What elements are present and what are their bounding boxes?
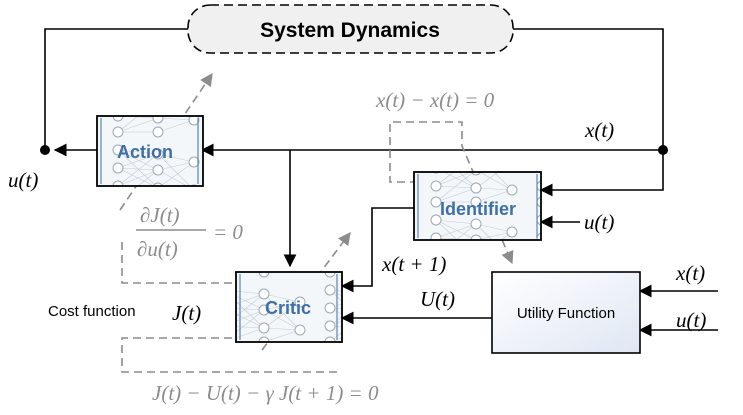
u-output-label: u(t) [8,168,38,192]
action-gradient-rhs: = 0 [213,220,243,244]
utility-function-label: Utility Function [517,305,615,322]
feedback-wires [44,28,718,337]
u-junction-dot [40,145,50,155]
action-block: Action [96,115,204,187]
system-dynamics-block: System Dynamics [187,4,514,54]
action-gradient-equation: ∂J(t) ∂u(t) = 0 [136,203,243,261]
x-utility-input-label: x(t) [675,261,705,285]
x-next-label: x(t + 1) [381,252,446,276]
system-dynamics-title: System Dynamics [260,19,440,42]
u-identifier-input-label: u(t) [584,210,614,234]
action-gradient-numerator: ∂J(t) [140,203,180,227]
utility-function-block: Utility Function [491,271,641,354]
x-junction-dot [658,145,668,155]
identifier-label: Identifier [440,199,516,219]
cost-function-label: Cost function [48,303,136,320]
bellman-equation: J(t) − U(t) − γ J(t + 1) = 0 [152,381,379,405]
utility-output-label: U(t) [420,287,455,311]
u-utility-input-label: u(t) [676,308,706,332]
cost-J-label: J(t) [172,301,201,325]
x-state-label: x(t) [584,118,614,142]
identifier-block: Identifier [413,171,542,241]
action-label: Action [117,142,173,162]
action-gradient-denominator: ∂u(t) [137,237,178,261]
critic-label: Critic [265,298,311,318]
critic-block: Critic [235,271,343,343]
identifier-error-equation: x(t) − x(t) = 0 [375,88,495,112]
